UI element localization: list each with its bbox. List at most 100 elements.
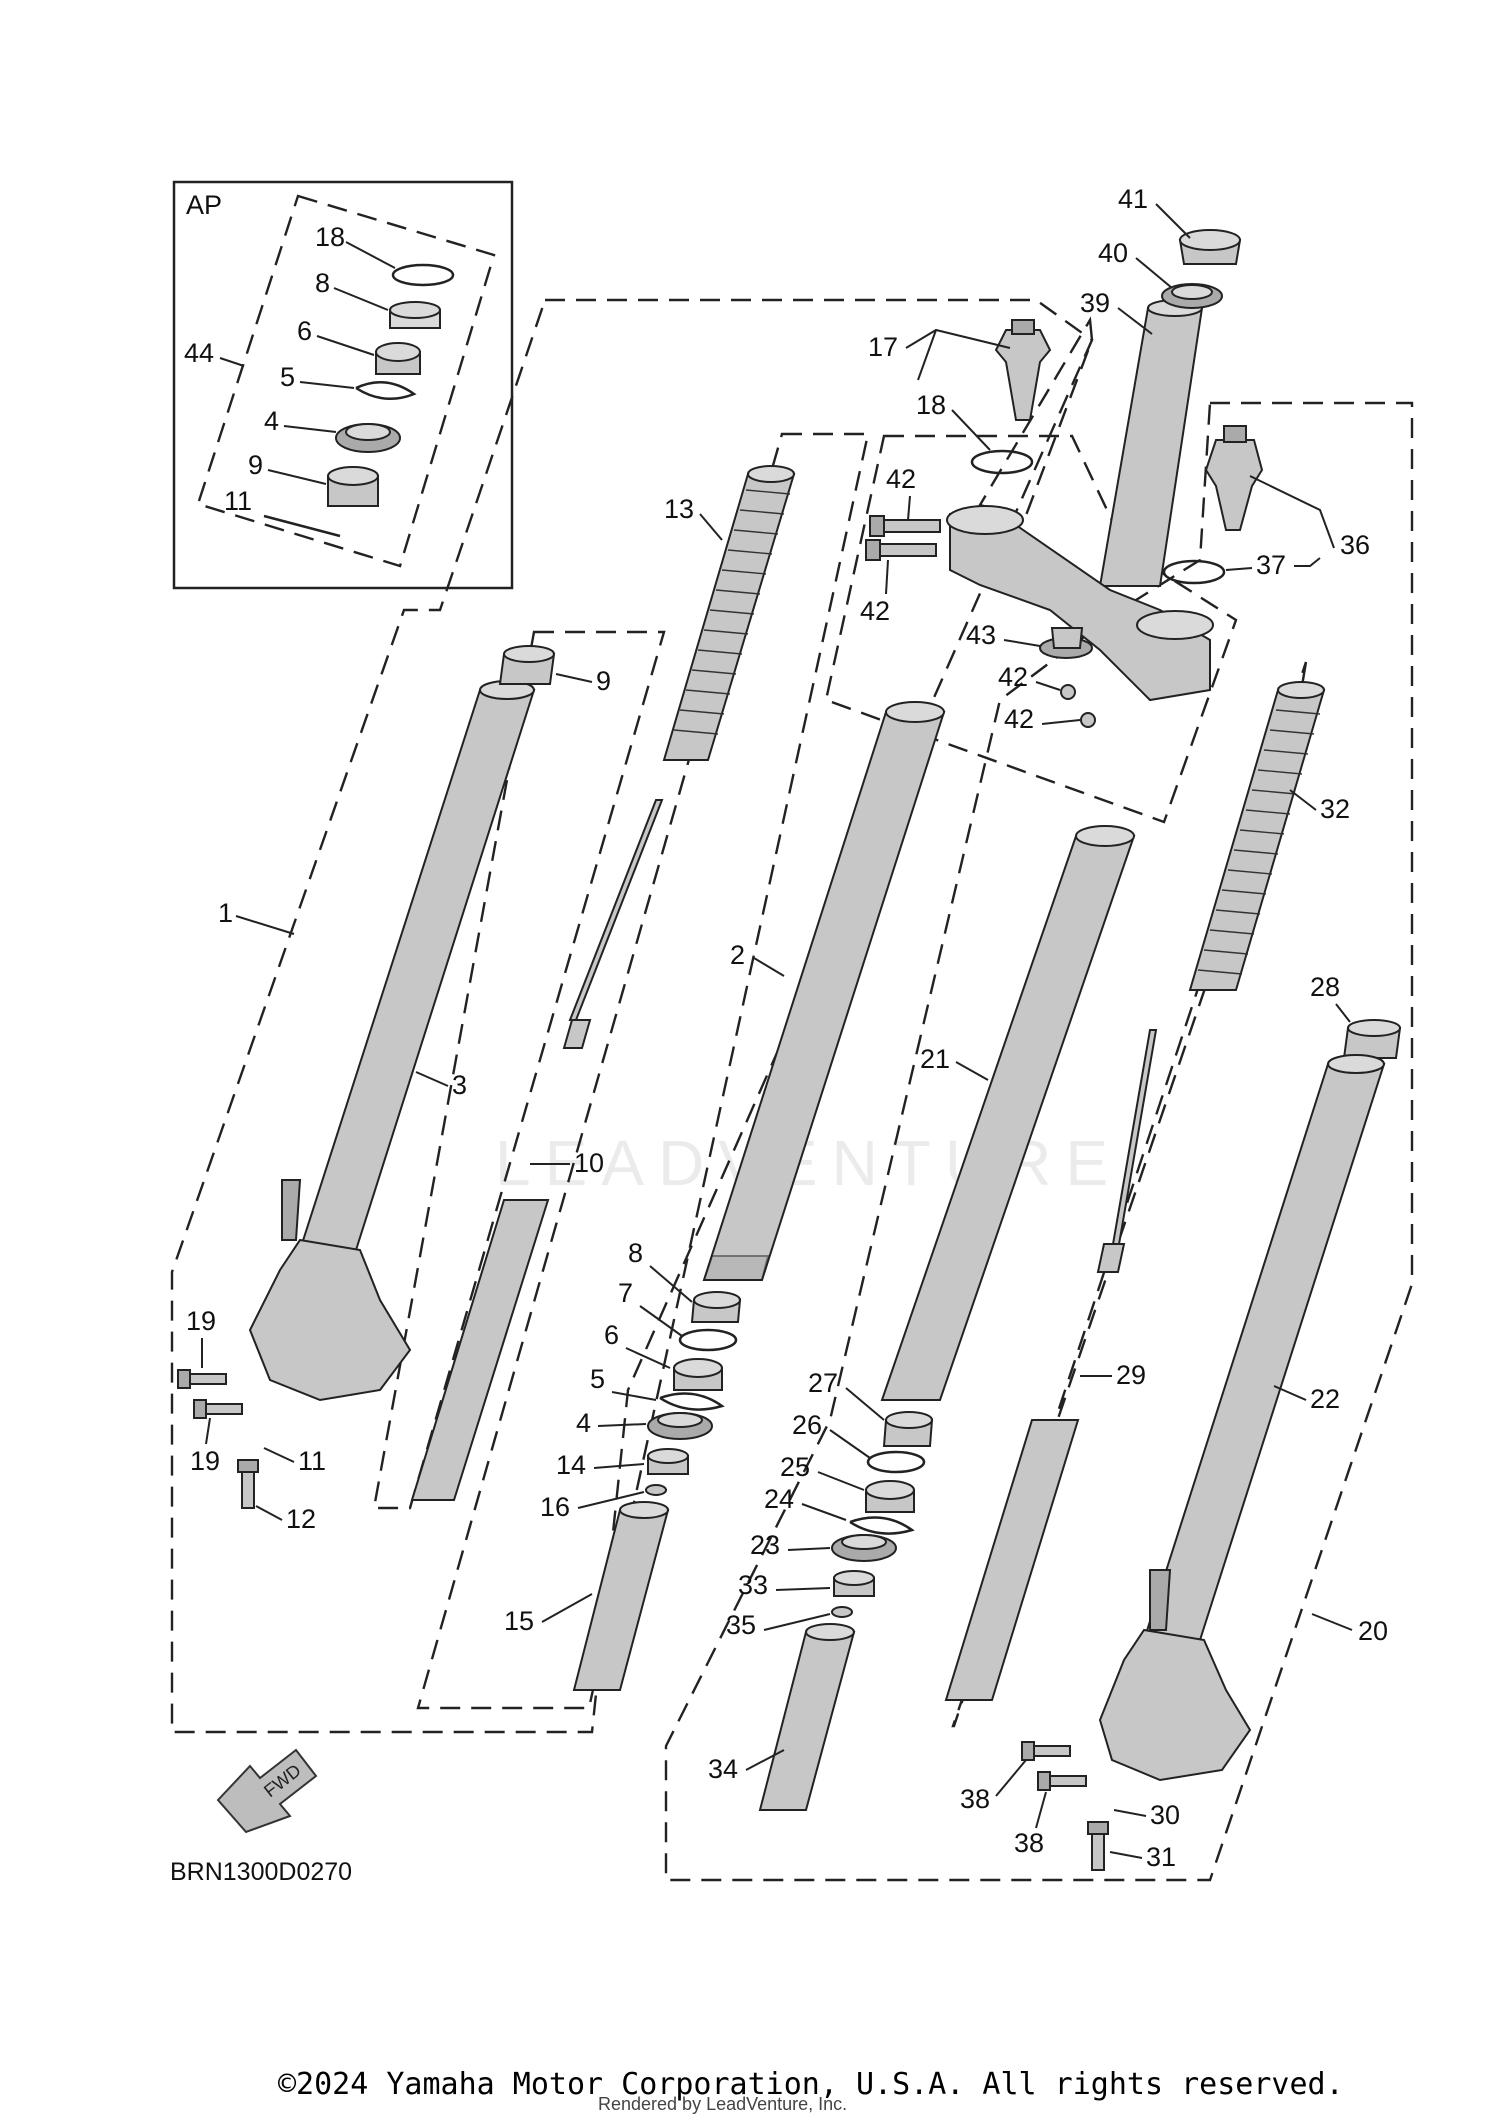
callout-21: 21 xyxy=(920,1044,950,1074)
callout-36: 36 xyxy=(1340,530,1370,560)
callout-10: 10 xyxy=(574,1148,604,1178)
bolt-42-d xyxy=(1080,712,1096,728)
rendered-by: Rendered by LeadVenture, Inc. xyxy=(598,2094,847,2114)
spring-13 xyxy=(662,465,796,761)
spacer-14 xyxy=(647,1448,689,1475)
part-16 xyxy=(645,1484,667,1496)
spacer-33 xyxy=(833,1570,875,1597)
inset-dust-seal-4 xyxy=(335,423,401,453)
spring-boundary xyxy=(416,432,870,1710)
bolt-38-a xyxy=(1021,1741,1071,1761)
ap-inset: AP 18 8 6 44 5 4 xyxy=(172,180,514,590)
adjuster-boundary xyxy=(978,316,1094,520)
callout-8: 8 xyxy=(628,1238,643,1268)
callout-22: 22 xyxy=(1310,1384,1340,1414)
callout-35: 35 xyxy=(726,1610,756,1640)
callouts-main: 41 40 39 17 18 42 42 43 42 42 36 37 13 3… xyxy=(186,184,1388,1872)
inner-tube-21 xyxy=(880,825,1136,1401)
bushing-9 xyxy=(498,645,556,685)
right-fork-boundary xyxy=(664,401,1414,1882)
clip-24 xyxy=(849,1516,915,1535)
bushing-8 xyxy=(690,1291,742,1323)
callout-16: 16 xyxy=(540,1492,570,1522)
callout-31: 31 xyxy=(1146,1842,1176,1872)
callout-18: 18 xyxy=(916,390,946,420)
adjuster-36 xyxy=(1204,425,1264,531)
cartridge-34 xyxy=(758,1623,856,1811)
seal-stack-left xyxy=(572,1291,742,1691)
bushing-28 xyxy=(1342,1019,1402,1059)
under-bracket xyxy=(946,505,1214,702)
fwd-arrow: FWD xyxy=(216,1748,318,1834)
callout-19: 19 xyxy=(190,1446,220,1476)
callout-25: 25 xyxy=(780,1452,810,1482)
damper-rod-10 xyxy=(410,799,664,1501)
callout-28: 28 xyxy=(1310,972,1340,1002)
callout-6: 6 xyxy=(297,316,312,346)
callout-30: 30 xyxy=(1150,1800,1180,1830)
oring-18 xyxy=(970,449,1034,475)
bolt-19-b xyxy=(193,1399,243,1419)
bearing-race-40 xyxy=(1161,283,1223,309)
drawing-code: BRN1300D0270 xyxy=(170,1858,352,1886)
part-35 xyxy=(831,1606,853,1618)
callout-9: 9 xyxy=(596,666,611,696)
bolt-42-b xyxy=(865,539,937,561)
damper-rod-29 xyxy=(944,1029,1158,1701)
bolt-42-a xyxy=(869,515,941,537)
callout-32: 32 xyxy=(1320,794,1350,824)
inset-frame xyxy=(172,180,514,590)
callout-42: 42 xyxy=(998,662,1028,692)
callout-9: 9 xyxy=(248,450,263,480)
callout-42: 42 xyxy=(1004,704,1034,734)
inset-oil-seal-6 xyxy=(375,342,421,375)
callout-12: 12 xyxy=(286,1504,316,1534)
bolt-38-b xyxy=(1037,1771,1087,1791)
oring-37 xyxy=(1162,559,1226,585)
callout-2: 2 xyxy=(730,940,745,970)
washer-26 xyxy=(866,1450,926,1474)
bolt-12 xyxy=(237,1459,259,1509)
callout-41: 41 xyxy=(1118,184,1148,214)
steering-stem-39 xyxy=(1098,299,1204,587)
callout-14: 14 xyxy=(556,1450,586,1480)
bolt-19-a xyxy=(177,1369,227,1389)
outer-tube-22 xyxy=(1098,1054,1386,1782)
adjuster-17 xyxy=(994,319,1052,421)
outer-tube-boundary xyxy=(372,630,666,1510)
washer-7 xyxy=(678,1328,738,1352)
callout-13: 13 xyxy=(664,494,694,524)
callout-37: 37 xyxy=(1256,550,1286,580)
copyright: ©2024 Yamaha Motor Corporation, U.S.A. A… xyxy=(278,2067,1344,2102)
nut-41 xyxy=(1178,229,1242,265)
cartridge-15 xyxy=(572,1501,670,1691)
inset-oring xyxy=(391,263,455,287)
callout-24: 24 xyxy=(764,1484,794,1514)
cable-guide-43 xyxy=(1039,627,1093,659)
callout-17: 17 xyxy=(868,332,898,362)
callout-38: 38 xyxy=(1014,1828,1044,1858)
callout-7: 7 xyxy=(618,1278,633,1308)
callout-34: 34 xyxy=(708,1754,738,1784)
callout-15: 15 xyxy=(504,1606,534,1636)
bushing-27 xyxy=(882,1411,934,1447)
callout-19: 19 xyxy=(186,1306,216,1336)
callout-1: 1 xyxy=(218,898,233,928)
bracket-boundary xyxy=(824,434,1238,824)
inner-tube-2 xyxy=(702,701,946,1281)
spring-32 xyxy=(1188,681,1326,991)
callout-5: 5 xyxy=(280,362,295,392)
callout-11: 11 xyxy=(224,486,252,516)
callout-33: 33 xyxy=(738,1570,768,1600)
callout-39: 39 xyxy=(1080,288,1110,318)
callout-43: 43 xyxy=(966,620,996,650)
callout-42: 42 xyxy=(886,464,916,494)
callout-26: 26 xyxy=(792,1410,822,1440)
inset-kit-boundary xyxy=(196,194,496,568)
callout-8: 8 xyxy=(315,268,330,298)
callout-42: 42 xyxy=(860,596,890,626)
seal-stack-right xyxy=(758,1411,934,1811)
callout-40: 40 xyxy=(1098,238,1128,268)
callout-6: 6 xyxy=(604,1320,619,1350)
